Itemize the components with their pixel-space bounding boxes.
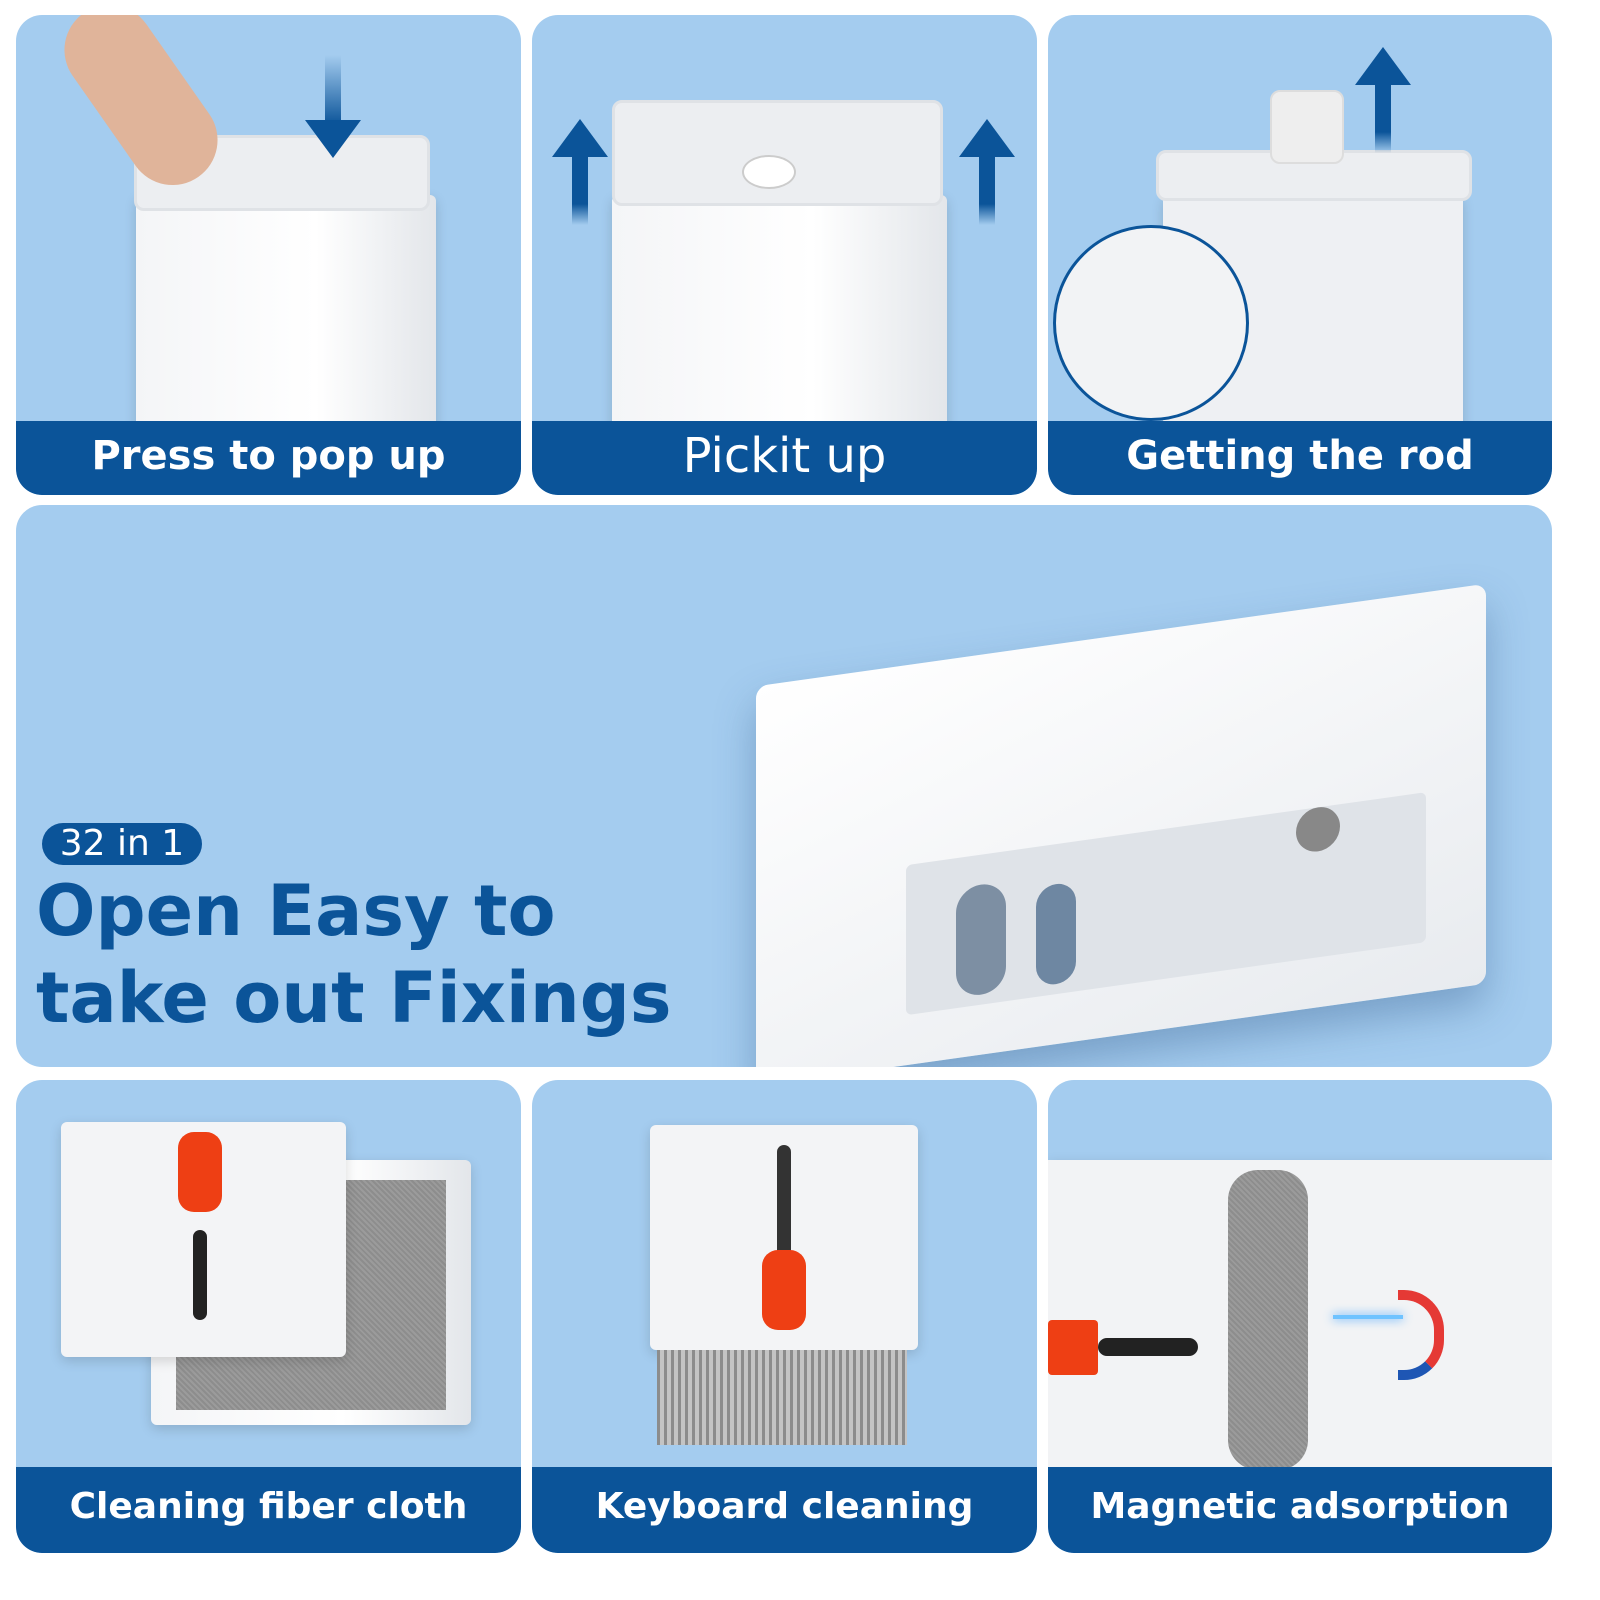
feature-label: Keyboard cleaning brush <box>532 1467 1037 1553</box>
arrow-down-icon <box>325 55 341 125</box>
arrow-up-shaft <box>572 155 588 225</box>
zoom-circle <box>1053 225 1249 421</box>
magnet-icon <box>1398 1290 1444 1380</box>
step-panel-rod: Getting the rod <box>1048 15 1552 495</box>
feature-label: Magnetic adsorption <box>1048 1467 1552 1553</box>
hero-panel: 32 in 1 Open Easy to take out Fixings <box>16 505 1552 1067</box>
arrow-up-icon <box>959 119 1015 157</box>
product-lid <box>612 100 943 206</box>
arrow-up-shaft <box>979 155 995 225</box>
badge-32-in-1: 32 in 1 <box>42 823 202 865</box>
slider-knob <box>762 1250 806 1330</box>
brush-bristles <box>657 1350 907 1445</box>
hero-title-line2: take out Fixings <box>36 957 672 1039</box>
arrow-down-icon-head <box>305 120 361 158</box>
product-box <box>136 195 436 455</box>
slider-knob <box>178 1132 222 1212</box>
slider-slot <box>193 1230 207 1320</box>
step-panel-press: Press to pop up <box>16 15 521 495</box>
step-panel-pick: Pickit up <box>532 15 1037 495</box>
arrow-up-icon <box>1355 47 1411 85</box>
step-label: Press to pop up <box>16 421 521 495</box>
step-label: Pickit up <box>532 421 1037 495</box>
feature-panel-cloth: Cleaning fiber cloth <box>16 1080 521 1553</box>
product-box <box>612 195 947 455</box>
tool-tip <box>1098 1338 1198 1356</box>
lid-button <box>742 155 796 189</box>
step-label: Getting the rod <box>1048 421 1552 495</box>
fiber-strip <box>1228 1170 1308 1470</box>
tool-brush <box>1036 881 1076 987</box>
feature-panel-brush: Keyboard cleaning brush <box>532 1080 1037 1553</box>
feature-label: Cleaning fiber cloth <box>16 1467 521 1553</box>
arrow-up-shaft <box>1375 83 1391 153</box>
hero-title-line1: Open Easy to <box>36 870 556 952</box>
tool-brush <box>956 881 1006 999</box>
product-open-case <box>756 583 1486 1067</box>
tool-handle <box>1048 1320 1098 1375</box>
feature-panel-magnet: Magnetic adsorption <box>1048 1080 1552 1553</box>
rod-knob <box>1270 90 1344 164</box>
spark-icon <box>1333 1315 1403 1319</box>
arrow-up-icon <box>552 119 608 157</box>
